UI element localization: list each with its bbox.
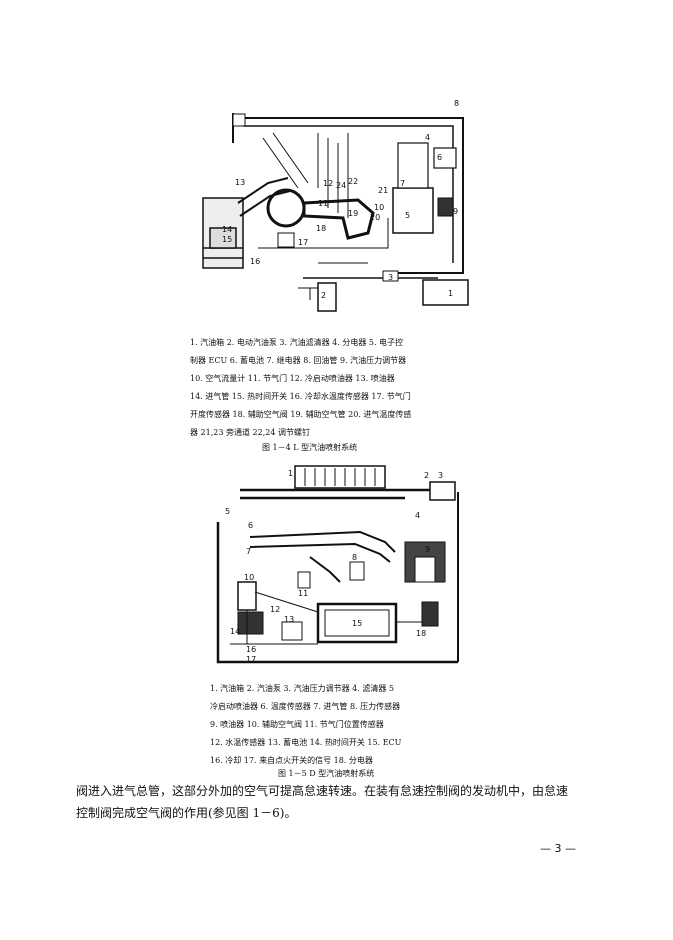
figure-1-5-caption: 图 1－5 D 型汽油喷射系统	[278, 769, 375, 778]
svg-text:3: 3	[388, 273, 393, 282]
svg-text:21: 21	[378, 186, 388, 195]
svg-text:3: 3	[438, 471, 443, 480]
figure-1-4-legend: 1. 汽油箱 2. 电动汽油泵 3. 汽油滤清器 4. 分电器 5. 电子控 制…	[190, 334, 480, 442]
svg-text:16: 16	[246, 645, 256, 654]
d-type-system-drawing: 1 2 3 4 5 6 7 8 9 10 11 12 13 14 15 16 1…	[216, 465, 459, 664]
svg-text:15: 15	[222, 235, 232, 244]
svg-text:1: 1	[448, 289, 453, 298]
svg-text:2: 2	[424, 471, 429, 480]
l-type-system-drawing: 13 14 15 16 17 18 19 20 21 22 12 24 11 1…	[202, 99, 469, 312]
svg-text:12: 12	[270, 605, 280, 614]
svg-text:19: 19	[348, 209, 358, 218]
distributor-shape	[421, 601, 439, 627]
paragraph-line: 控制阀完成空气阀的作用(参见图 1－6)。	[76, 806, 297, 820]
svg-text:5: 5	[225, 507, 230, 516]
air-flow-meter-shape	[302, 198, 375, 240]
svg-text:10: 10	[244, 573, 254, 582]
legend-line: 1. 汽油箱 2. 电动汽油泵 3. 汽油滤清器 4. 分电器 5. 电子控	[190, 338, 404, 347]
svg-text:20: 20	[370, 213, 380, 222]
legend-line: 开度传感器 18. 辅助空气阀 19. 辅助空气管 20. 进气温度传感	[190, 410, 412, 419]
svg-text:8: 8	[454, 99, 459, 108]
thermo-switch-shape	[237, 611, 264, 635]
ecu-box	[392, 187, 434, 234]
svg-text:12: 12	[323, 179, 333, 188]
svg-text:14: 14	[222, 225, 232, 234]
svg-text:17: 17	[298, 238, 308, 247]
legend-line: 14. 进气管 15. 热时间开关 16. 冷却水温度传感器 17. 节气门	[190, 392, 411, 401]
distributor-shape	[437, 197, 454, 217]
svg-text:11: 11	[298, 589, 308, 598]
throttle-body-shape	[266, 188, 306, 228]
svg-text:17: 17	[246, 655, 256, 664]
fuel-tank-shape	[422, 279, 469, 306]
svg-text:24: 24	[336, 181, 346, 190]
legend-line: 1. 汽油箱 2. 汽油泵 3. 汽油压力调节器 4. 滤清器 5	[210, 684, 394, 693]
svg-text:16: 16	[250, 257, 260, 266]
svg-text:6: 6	[248, 521, 253, 530]
legend-line: 冷启动喷油器 6. 温度传感器 7. 进气管 8. 压力传感器	[210, 702, 401, 711]
svg-text:8: 8	[352, 553, 357, 562]
svg-text:9: 9	[425, 545, 430, 554]
svg-text:4: 4	[415, 511, 420, 520]
figure-l-type-injection-diagram: 13 14 15 16 17 18 19 20 21 22 12 24 11 1…	[198, 88, 488, 320]
svg-text:5: 5	[405, 211, 410, 220]
svg-text:4: 4	[425, 133, 430, 142]
svg-text:13: 13	[235, 178, 245, 187]
legend-line: 制器 ECU 6. 蓄电池 7. 继电器 8. 回油管 9. 汽油压力调节器	[190, 356, 407, 365]
paragraph-line: 阀进入进气总管，这部分外加的空气可提高怠速转速。在装有怠速控制阀的发动机中，由怠…	[76, 784, 569, 798]
svg-text:10: 10	[374, 203, 384, 212]
fuel-tank-shape	[294, 465, 386, 489]
svg-text:7: 7	[246, 547, 251, 556]
legend-line: 9. 喷油器 10. 辅助空气阀 11. 节气门位置传感器	[210, 720, 384, 729]
legend-line: 12. 水温传感器 13. 蓄电池 14. 热时间开关 15. ECU	[210, 738, 402, 747]
legend-line: 10. 空气流量计 11. 节气门 12. 冷启动喷油器 13. 喷油器	[190, 374, 395, 383]
svg-text:11: 11	[318, 199, 328, 208]
svg-text:15: 15	[352, 619, 362, 628]
figure-d-type-injection-diagram: 1 2 3 4 5 6 7 8 9 10 11 12 13 14 15 16 1…	[210, 462, 465, 672]
svg-text:9: 9	[453, 207, 458, 216]
svg-text:6: 6	[437, 153, 442, 162]
svg-text:7: 7	[400, 179, 405, 188]
body-paragraph: 阀进入进气总管，这部分外加的空气可提高怠速转速。在装有怠速控制阀的发动机中，由怠…	[76, 780, 606, 824]
relay-box	[397, 142, 429, 189]
svg-text:18: 18	[316, 224, 326, 233]
legend-line: 16. 冷却 17. 来自点火开关的信号 18. 分电器	[210, 756, 373, 765]
engine-block	[202, 197, 244, 269]
svg-text:14: 14	[230, 627, 240, 636]
page-number: — 3 —	[540, 842, 576, 855]
svg-text:1: 1	[288, 469, 293, 478]
battery-shape	[317, 282, 337, 312]
svg-text:22: 22	[348, 177, 358, 186]
svg-text:13: 13	[284, 615, 294, 624]
figure-1-5-legend: 1. 汽油箱 2. 汽油泵 3. 汽油压力调节器 4. 滤清器 5 冷启动喷油器…	[210, 680, 500, 770]
svg-text:2: 2	[321, 291, 326, 300]
figure-1-4-caption: 图 1－4 L 型汽油喷射系统	[262, 443, 358, 452]
svg-text:18: 18	[416, 629, 426, 638]
legend-line: 器 21,23 旁通道 22,24 调节螺钉	[190, 428, 310, 437]
fuel-pump-shape	[429, 481, 456, 501]
